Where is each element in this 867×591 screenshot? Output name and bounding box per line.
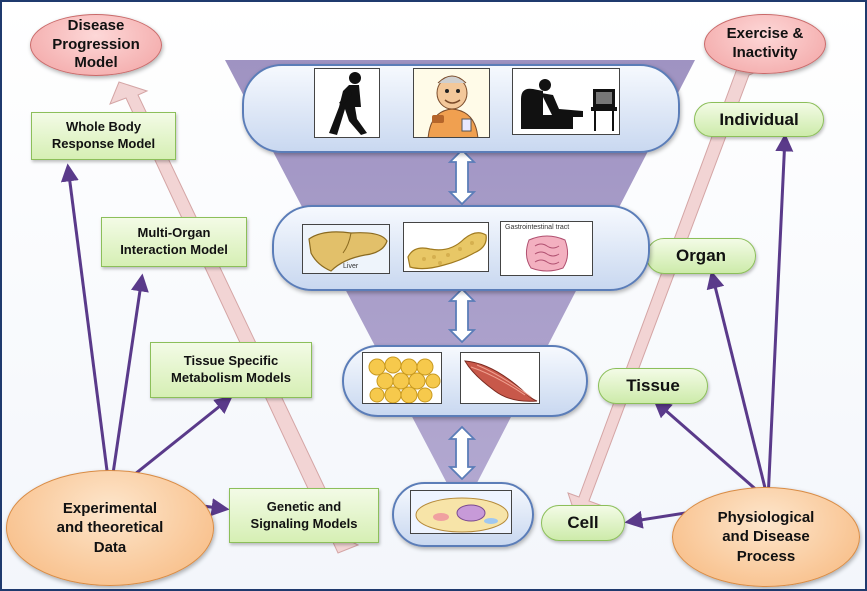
individual-level-label: Individual	[694, 102, 824, 137]
double-arrow-1	[447, 148, 477, 206]
multi-organ-interaction-model-box: Multi-Organ Interaction Model	[101, 217, 247, 267]
organ-level-label: Organ	[646, 238, 756, 274]
gastrointestinal-tract-icon: Gastrointestinal tract	[500, 221, 593, 276]
liver-icon: Liver	[302, 224, 390, 274]
disease-progression-model-ellipse: Disease Progression Model	[30, 14, 162, 76]
adipose-tissue-icon	[362, 352, 442, 404]
pancreas-icon	[403, 222, 489, 272]
genetic-and-signaling-models-box: Genetic and Signaling Models	[229, 488, 379, 543]
tissue-specific-metabolism-models-box: Tissue Specific Metabolism Models	[150, 342, 312, 398]
eating-man-icon	[413, 68, 490, 138]
exercise-inactivity-ellipse: Exercise & Inactivity	[704, 14, 826, 74]
experimental-theoretical-data-ellipse: Experimental and theoretical Data	[6, 470, 214, 586]
double-arrow-2	[447, 287, 477, 344]
sedentary-tv-icon	[512, 68, 620, 135]
liver-caption: Liver	[343, 263, 359, 270]
double-arrow-3	[447, 425, 477, 481]
cell-icon	[410, 490, 512, 534]
walking-person-icon	[314, 68, 380, 138]
whole-body-response-model-box: Whole Body Response Model	[31, 112, 176, 160]
gi-tract-caption: Gastrointestinal tract	[505, 224, 570, 231]
physiological-disease-process-ellipse: Physiological and Disease Process	[672, 487, 860, 587]
cell-level-label: Cell	[541, 505, 625, 541]
tissue-level-label: Tissue	[598, 368, 708, 404]
muscle-tissue-icon	[460, 352, 540, 404]
